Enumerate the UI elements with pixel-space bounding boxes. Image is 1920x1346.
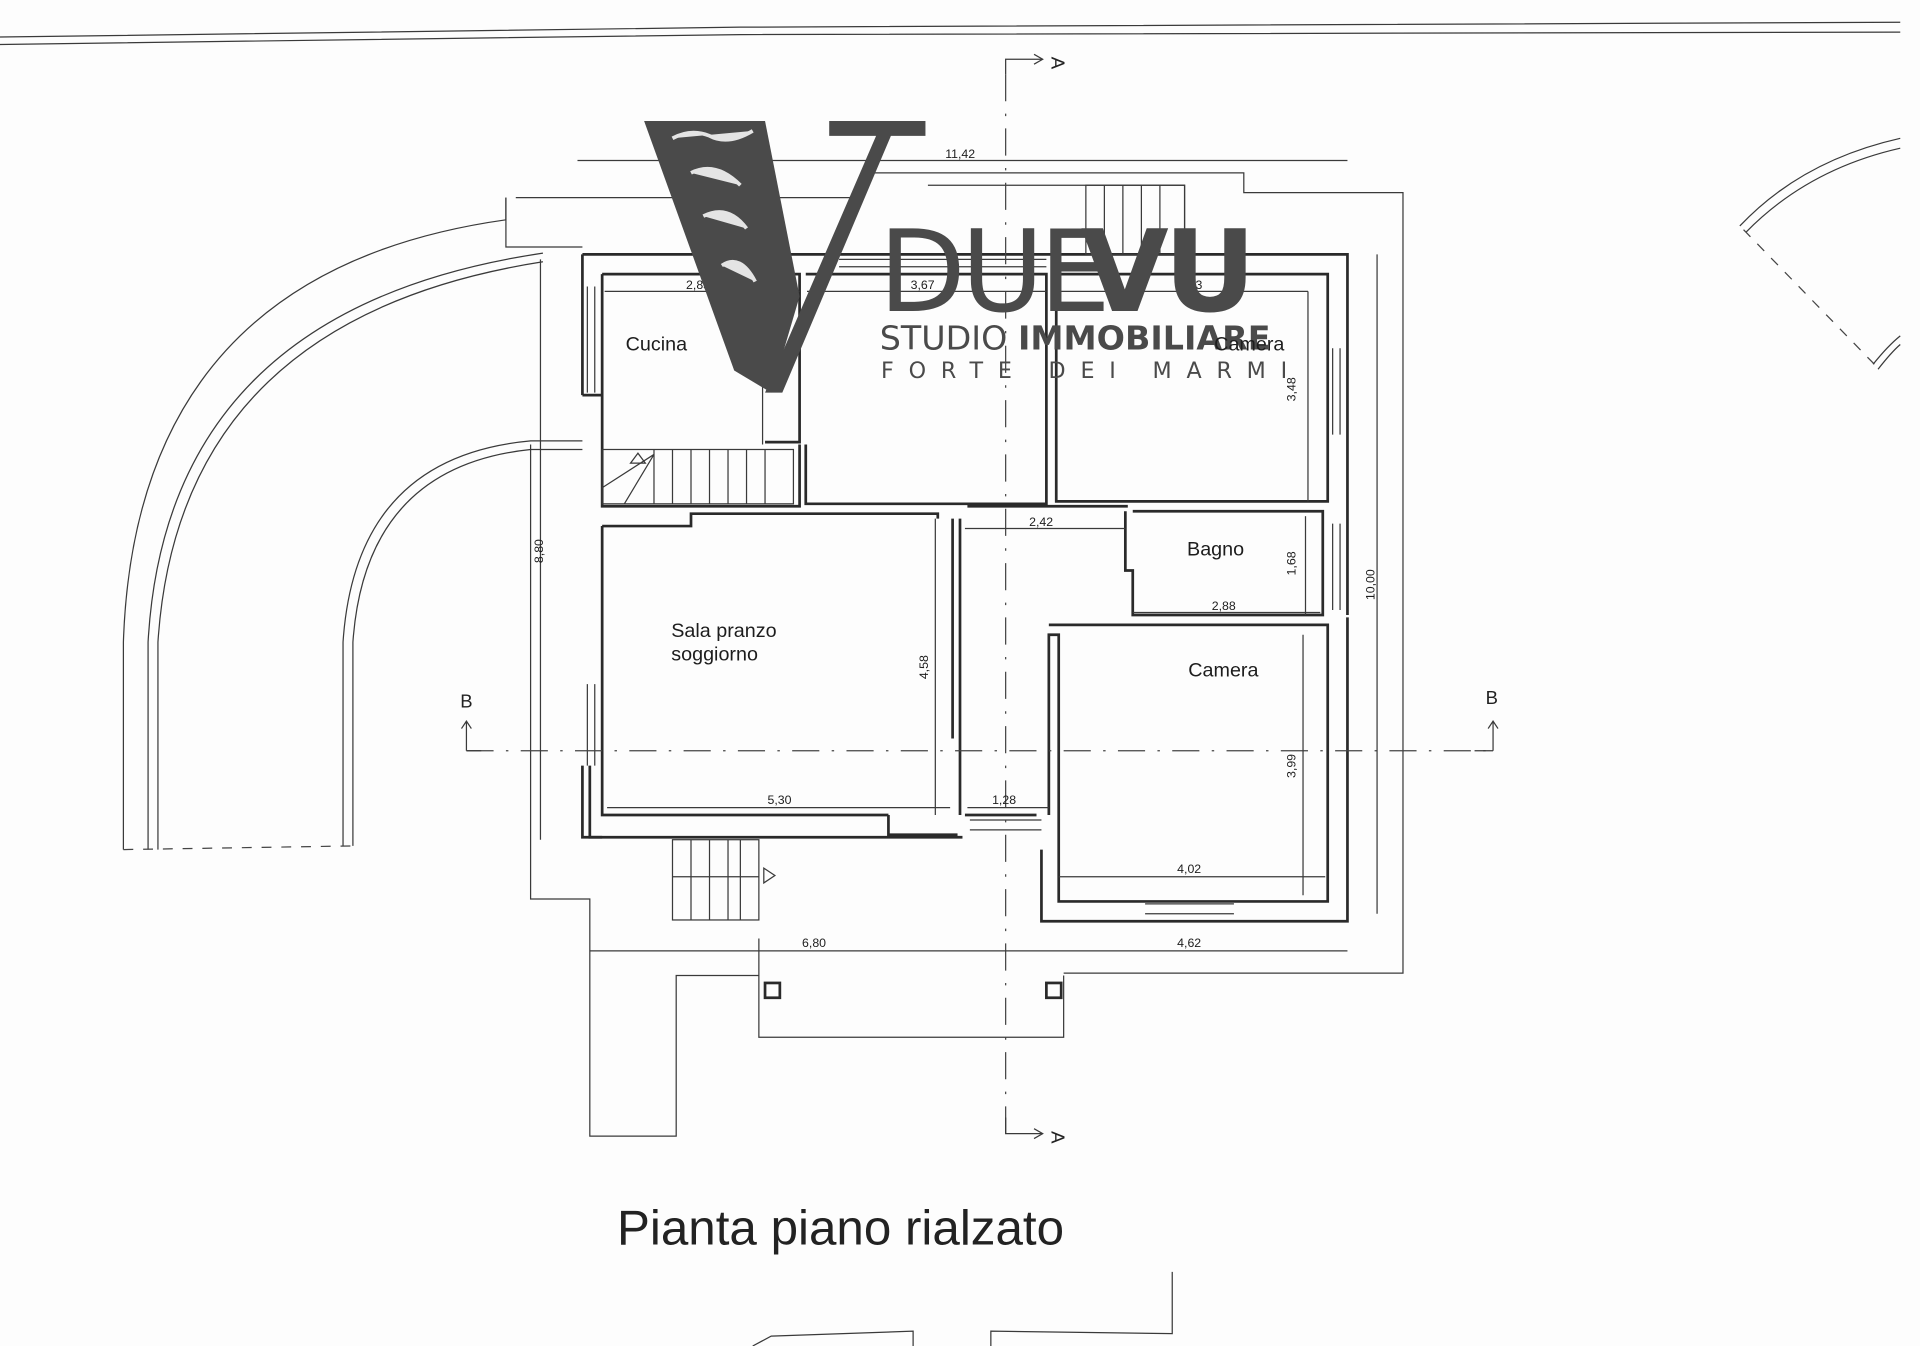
porch-pillars: [763, 981, 1063, 1000]
road-lines: [0, 21, 1901, 46]
logo-brand-light: DUE: [879, 206, 1106, 338]
bottom-lines: [752, 1271, 1173, 1346]
dim-camera-south-width: 4,02: [1177, 862, 1201, 876]
dim-front-left: 6,80: [802, 936, 826, 950]
logo-brand-bold: VU: [1081, 206, 1251, 338]
dim-camera-north-width: 4,03: [1178, 278, 1202, 292]
room-label-camera-south: Camera: [1188, 660, 1258, 682]
section-mark-a-bottom: A: [1047, 1131, 1068, 1144]
dim-overall-width: 11,42: [945, 147, 975, 161]
dim-right-depth: 10,00: [1364, 569, 1378, 600]
section-lines: [460, 53, 1499, 1140]
logo-studio-light: STUDIO: [880, 318, 1008, 357]
dim-camera-north-depth: 3,48: [1285, 377, 1299, 401]
room-label-sala-line1: Sala pranzo: [671, 620, 776, 642]
garden-paths-left: [122, 197, 583, 851]
room-label-cucina: Cucina: [626, 334, 687, 356]
dim-bagno-width: 2,88: [1212, 599, 1236, 613]
dim-front-right: 4,62: [1177, 936, 1201, 950]
windows: [586, 258, 1341, 915]
logo-forte-dei-marmi: FORTE DEI MARMI: [881, 358, 1302, 384]
dim-central-width: 3,67: [911, 278, 935, 292]
logo-studio-bold: IMMOBILIARE: [1018, 318, 1271, 357]
dim-hall-width: 2,42: [1029, 515, 1053, 529]
dim-hall-passage: 1,28: [992, 793, 1016, 807]
section-marks: A A B B: [460, 57, 1498, 1144]
section-mark-b-left: B: [460, 691, 472, 712]
section-mark-a-top: A: [1047, 57, 1068, 70]
garden-path-right: [1739, 137, 1901, 370]
stairs-interior: [601, 448, 795, 505]
room-label-sala-line2: soggiorno: [671, 644, 758, 666]
logo-watermark: DUE VU STUDIO IMMOBILIARE FORTE DEI MARM…: [644, 121, 1302, 393]
logo-v-decorated-stroke: [644, 121, 800, 393]
logo-v-right-stroke: [765, 121, 926, 393]
room-label-bagno: Bagno: [1187, 539, 1244, 561]
dim-sala-width: 5,30: [768, 793, 792, 807]
room-labels: Cucina Camera Bagno Sala pranzo soggiorn…: [626, 334, 1285, 682]
room-label-camera-north: Camera: [1214, 334, 1284, 356]
plan-title: Pianta piano rialzato: [617, 1201, 1064, 1256]
dim-sala-depth: 4,58: [917, 655, 931, 679]
section-mark-b-right: B: [1486, 687, 1498, 708]
dim-bagno-depth: 1,68: [1285, 551, 1299, 575]
dim-left-depth: 8,80: [532, 539, 546, 563]
stairs-entrance: [671, 839, 777, 921]
stairs-rear: [1085, 184, 1186, 255]
dim-camera-south-depth: 3,99: [1285, 754, 1299, 778]
